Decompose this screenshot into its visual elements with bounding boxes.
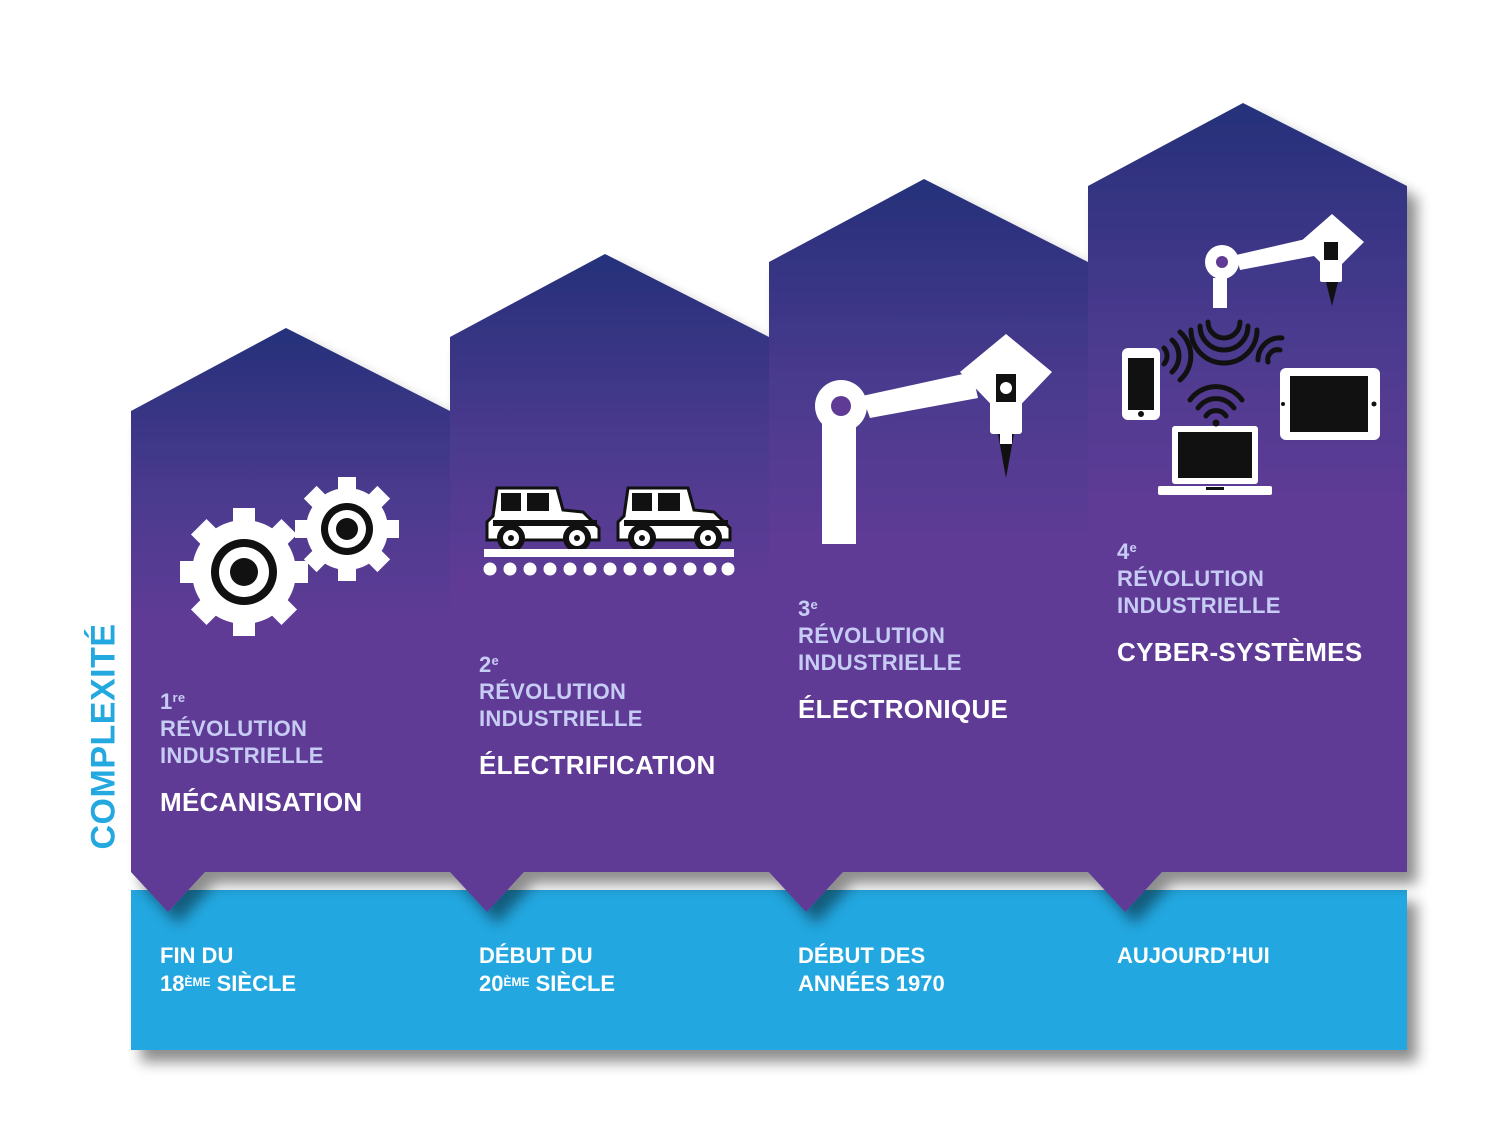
conveyor-rollers: [483, 562, 735, 576]
revolution-label: RÉVOLUTION: [1117, 566, 1265, 591]
stage-column-4: [1088, 103, 1407, 912]
industrial-label: INDUSTRIELLE: [798, 650, 962, 675]
car-icon: [616, 486, 732, 552]
date-line-2: 20ÈME SIÈCLE: [479, 971, 616, 996]
stage-columns: [131, 103, 1407, 912]
stage-2-label: 2e RÉVOLUTION INDUSTRIELLE ÉLECTRIFICATI…: [479, 651, 716, 781]
connected-devices-icon: [1122, 214, 1380, 495]
robot-arm-icon: [815, 334, 1052, 544]
robot-arm-icon: [1205, 214, 1364, 308]
revolution-label: RÉVOLUTION: [160, 716, 308, 741]
tablet-icon: [1280, 368, 1380, 440]
date-bands: [131, 890, 1407, 1050]
date-band-2: [450, 890, 769, 1050]
stage-1-date: FIN DU 18ÈME SIÈCLE: [160, 942, 296, 998]
stage-title: MÉCANISATION: [160, 787, 363, 817]
smartphone-icon: [1122, 348, 1160, 420]
industrial-label: INDUSTRIELLE: [160, 743, 324, 768]
stage-column-3: [769, 179, 1088, 912]
stage-column-2: [450, 254, 769, 912]
stage-2-date: DÉBUT DU 20ÈME SIÈCLE: [479, 942, 615, 998]
stage-number: 4: [1117, 539, 1130, 564]
date-band-1: [131, 890, 450, 1050]
date-band-3: [769, 890, 1088, 1050]
stage-column-1: [131, 328, 450, 912]
industrial-label: INDUSTRIELLE: [1117, 593, 1281, 618]
stage-3-label: 3e RÉVOLUTION INDUSTRIELLE ÉLECTRONIQUE: [798, 595, 1008, 725]
assembly-line-cars-icon: [483, 486, 735, 576]
date-line-1: AUJOURD’HUI: [1117, 943, 1270, 968]
stage-4-label: 4e RÉVOLUTION INDUSTRIELLE CYBER-SYSTÈME…: [1117, 538, 1362, 668]
revolution-label: RÉVOLUTION: [479, 679, 627, 704]
car-icon: [485, 486, 601, 552]
gears-icon: [180, 477, 399, 636]
date-line-2: 18ÈME SIÈCLE: [160, 971, 297, 996]
stage-title: CYBER-SYSTÈMES: [1117, 637, 1363, 667]
date-line-1: DÉBUT DU: [479, 943, 593, 968]
stage-number: 1: [160, 689, 173, 714]
date-band-4: [1088, 890, 1407, 1050]
wifi-icon: [1255, 335, 1285, 365]
stage-3-date: DÉBUT DES ANNÉES 1970: [798, 942, 945, 998]
industrial-label: INDUSTRIELLE: [479, 706, 643, 731]
complexity-axis-label: COMPLEXITÉ: [84, 623, 123, 850]
stage-ordinal-suffix: e: [810, 597, 819, 612]
date-line-1: FIN DU: [160, 943, 234, 968]
conveyor-belt: [484, 549, 734, 557]
revolution-label: RÉVOLUTION: [798, 623, 946, 648]
wifi-icon: [1187, 384, 1245, 419]
stage-ordinal-suffix: e: [1129, 540, 1138, 555]
stage-number: 3: [798, 596, 811, 621]
stage-ordinal-suffix: e: [491, 653, 500, 668]
stage-number: 2: [479, 652, 492, 677]
wifi-icon: [1188, 319, 1260, 366]
wifi-icon: [1161, 329, 1194, 383]
laptop-icon: [1158, 426, 1272, 495]
stage-1-label: 1re RÉVOLUTION INDUSTRIELLE MÉCANISATION: [160, 688, 362, 818]
date-line-2: ANNÉES 1970: [798, 971, 945, 996]
date-line-1: DÉBUT DES: [798, 943, 926, 968]
stage-4-date: AUJOURD’HUI: [1117, 942, 1270, 970]
stage-title: ÉLECTRIFICATION: [479, 750, 716, 780]
stage-title: ÉLECTRONIQUE: [798, 694, 1009, 724]
stage-ordinal-suffix: re: [172, 690, 186, 705]
